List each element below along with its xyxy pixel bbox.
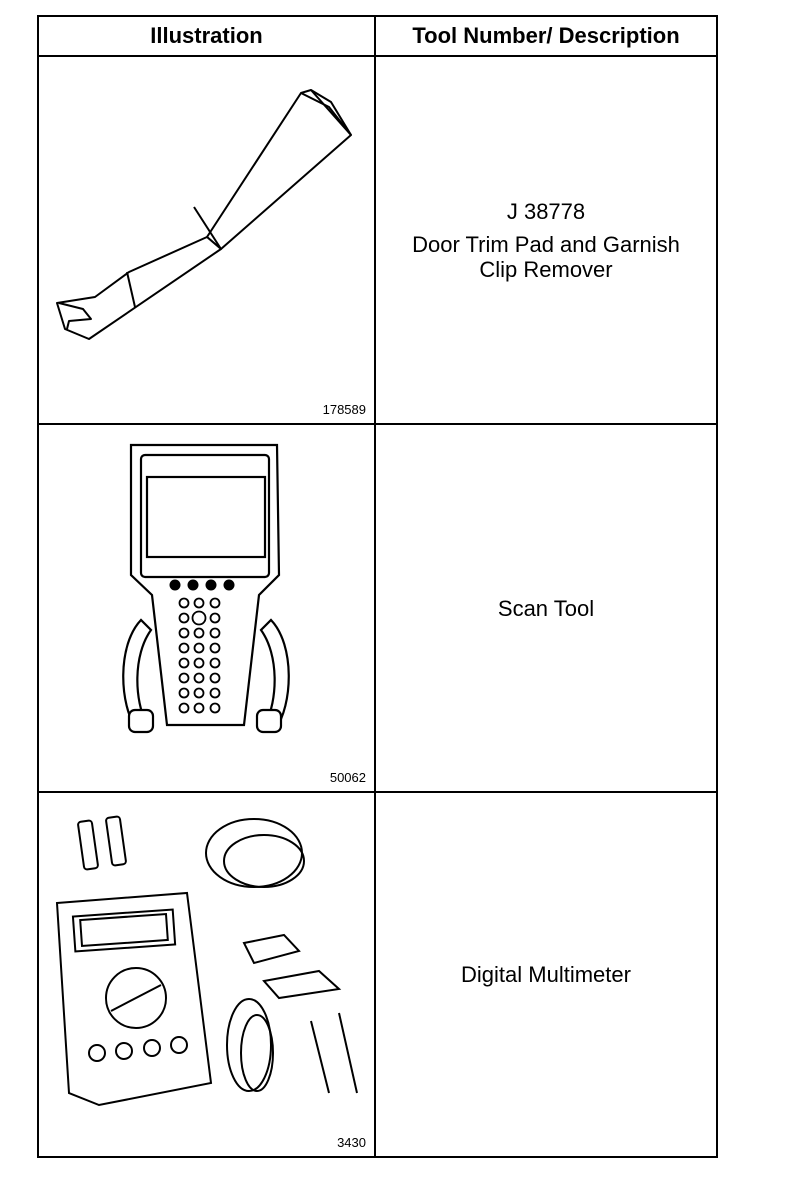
digital-multimeter-illustration <box>55 815 358 1107</box>
figure-number: 178589 <box>322 402 366 417</box>
description-cell: Digital Multimeter <box>376 793 716 1156</box>
scan-tool-illustration <box>122 443 290 734</box>
description-cell: J 38778 Door Trim Pad and Garnish Clip R… <box>376 57 716 423</box>
tool-description-line1: Door Trim Pad and Garnish <box>412 231 680 257</box>
table-row: 178589 J 38778 Door Trim Pad and Garnish… <box>39 57 716 425</box>
tool-description-line1: Scan Tool <box>497 595 595 621</box>
illustration-cell: 178589 <box>39 57 376 423</box>
header-row: Illustration Tool Number/ Description <box>39 17 716 57</box>
figure-number: 50062 <box>329 770 366 785</box>
tool-number: J 38778 <box>506 198 586 224</box>
figure-number: 3430 <box>337 1135 366 1150</box>
illustration-cell: 3430 <box>39 793 376 1156</box>
table-row: 50062 Scan Tool <box>39 425 716 793</box>
header-description: Tool Number/ Description <box>412 23 680 48</box>
description-cell: Scan Tool <box>376 425 716 791</box>
tool-description-line2: Clip Remover <box>479 256 613 282</box>
table-row: 3430 Digital Multimeter <box>39 793 716 1156</box>
tool-table: Illustration Tool Number/ Description 17… <box>37 15 718 1158</box>
trim-pad-remover-illustration <box>56 89 352 340</box>
tool-description-line1: Digital Multimeter <box>461 962 631 987</box>
illustration-cell: 50062 <box>39 425 376 791</box>
header-illustration: Illustration <box>39 17 376 55</box>
